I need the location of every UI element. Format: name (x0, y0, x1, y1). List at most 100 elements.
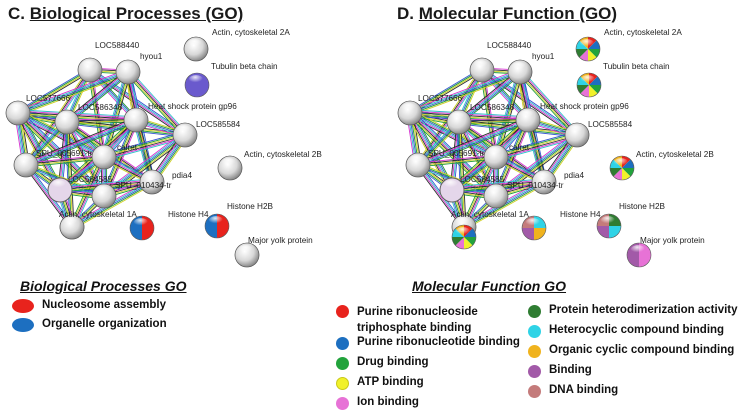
edge-line (17, 113, 104, 158)
edge-line (18, 110, 106, 156)
edge-line (16, 114, 103, 198)
edge-line (464, 182, 545, 229)
legend-c-swatch (12, 299, 34, 313)
edge-line (417, 155, 496, 165)
node-HSP (123, 107, 149, 133)
node-LOC588440 (469, 57, 495, 83)
legend-d-label: Purine ribonucleotide binding (357, 336, 520, 348)
node-label: Histone H2B (227, 202, 274, 211)
legend-d-item: ATP binding (336, 376, 424, 390)
edge-line (417, 118, 528, 165)
edge-line (73, 183, 154, 230)
edge-line (465, 183, 546, 230)
edge-line (410, 72, 521, 115)
edge-line (59, 178, 152, 188)
node-calret (483, 144, 509, 170)
legend-d-swatch (336, 397, 349, 410)
edge-line (25, 154, 104, 164)
legend-d-label: Heterocyclic compound binding (549, 324, 725, 336)
legend-d-swatch (528, 385, 541, 398)
legend-d-label: DNA binding (549, 384, 619, 396)
node-label: pdia4 (172, 171, 192, 180)
edge-line (17, 69, 90, 113)
legend-d-label: ATP binding (357, 376, 424, 388)
legend-d-swatch (336, 337, 349, 350)
node-label: Heat shock protein gp96 (540, 102, 629, 111)
edge-line (496, 135, 578, 197)
edge-line (26, 121, 138, 168)
edge-line (418, 158, 497, 168)
panel-c-title-main: Biological Processes (GO) (29, 4, 244, 23)
node-label: LOC585584 (196, 120, 241, 129)
edge-line (457, 70, 520, 122)
legend-d-swatch (528, 305, 541, 318)
legend-d-item: Purine ribonucleotide binding (336, 336, 520, 350)
edge-line (410, 112, 497, 157)
node-Yolk (626, 242, 652, 268)
node-LOC588440 (77, 57, 103, 83)
edge-line (64, 122, 71, 228)
edge-line (72, 157, 106, 228)
edge-line (26, 120, 137, 167)
edge-line (18, 72, 129, 115)
edge-line (104, 135, 186, 197)
edge-line (410, 109, 529, 118)
legend-c-label: Nucleosome assembly (42, 299, 167, 311)
node-label: hyou1 (532, 52, 555, 61)
edge-line (126, 72, 185, 137)
node-LOC586348 (54, 109, 80, 135)
edge-line (68, 121, 75, 227)
edge-line (26, 158, 105, 168)
edge-line (409, 70, 520, 113)
node-Actin2A (575, 36, 601, 62)
legend-d-label: Organic cyclic compound binding (549, 344, 735, 356)
node-label: SPU_010434-tr (115, 181, 172, 190)
node-label: LOC584585 (68, 175, 113, 184)
edge-line (456, 122, 463, 228)
legend-d-item: Heterocyclic compound binding (528, 324, 724, 338)
edge-line (416, 117, 528, 164)
edge-line (409, 113, 496, 158)
edge-line (418, 157, 497, 167)
legend-c-label: Organelle organization (42, 318, 167, 330)
edge-line (408, 67, 482, 112)
edge-line (18, 112, 105, 157)
edge-line (65, 69, 127, 121)
node-label: Actin, cytoskeletal 2A (604, 28, 682, 37)
edge-line (18, 71, 92, 116)
node-extra2 (59, 214, 85, 240)
legend-d-item: Binding (528, 364, 592, 378)
legend-c-swatch (12, 318, 34, 332)
node-label: hyou1 (140, 52, 163, 61)
node-H4 (521, 215, 547, 241)
edge-line (410, 110, 498, 156)
node-label: calret (509, 143, 530, 152)
node-calret (91, 144, 117, 170)
legend-c-item-nucleosome: Nucleosome assembly (12, 299, 166, 313)
edge-line (417, 165, 464, 228)
node-label: LOC585584 (588, 120, 633, 129)
edge-line (101, 71, 126, 157)
legend-d-swatch (528, 365, 541, 378)
legend-d-label: Drug binding (357, 356, 429, 368)
node-pdia4 (139, 169, 165, 195)
node-label: calret (117, 143, 138, 152)
edge-line (459, 121, 466, 227)
edge-line (25, 155, 104, 165)
edge-line (26, 157, 105, 167)
edge-line (67, 121, 74, 227)
node-SPU_005691 (405, 152, 431, 178)
node-LOC586348 (446, 109, 472, 135)
edge-line (410, 70, 483, 114)
node-SPU_010434 (91, 183, 117, 209)
node-label: Actin, cytoskeletal 1A (451, 210, 529, 219)
node-Tubulin (576, 72, 602, 98)
edge-line (495, 132, 577, 156)
node-label: Actin, cytoskeletal 1A (59, 210, 137, 219)
edge-line (493, 71, 518, 157)
node-Tubulin (184, 72, 210, 98)
edge-line (460, 121, 467, 227)
node-label: Major yolk protein (248, 236, 313, 245)
